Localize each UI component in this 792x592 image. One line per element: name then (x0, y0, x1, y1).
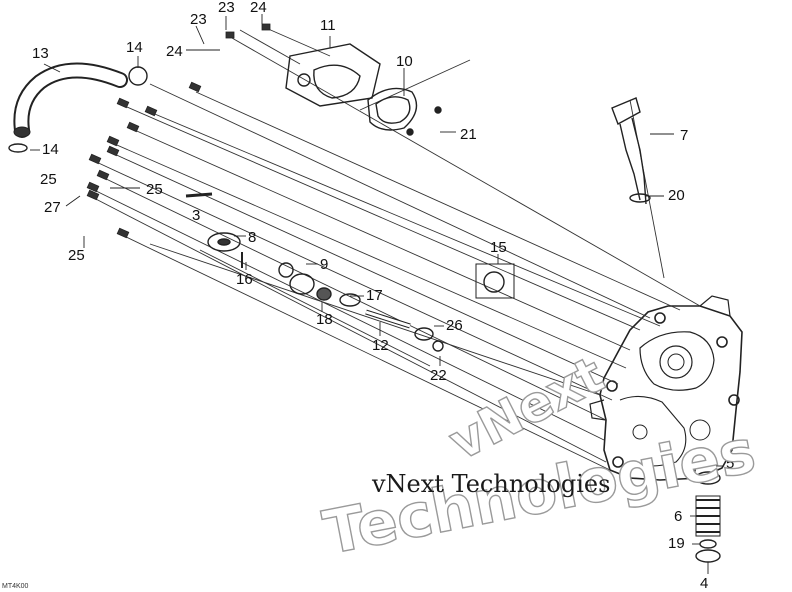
shaft-assembly-parts (185, 192, 515, 352)
callout-25-bottom: 25 (68, 247, 85, 264)
callout-21: 21 (460, 126, 477, 143)
crankcase-cover (589, 295, 743, 481)
callout-13: 13 (32, 45, 49, 62)
callout-3: 3 (192, 207, 201, 224)
callout-23-mid: 23 (190, 11, 207, 28)
callout-9: 9 (320, 256, 329, 273)
callout-24-top: 24 (250, 0, 267, 16)
callout-14-top: 14 (126, 39, 143, 56)
callout-leaders (30, 14, 724, 574)
callout-24-left: 24 (166, 43, 183, 60)
cover-plate-part-11 (285, 43, 381, 107)
gasket-part-10 (367, 87, 442, 136)
callout-8: 8 (248, 229, 257, 246)
callout-16: 16 (236, 271, 253, 288)
callout-15: 15 (490, 239, 507, 256)
callout-10: 10 (396, 53, 413, 70)
callout-19: 19 (668, 535, 685, 552)
callout-23-top: 23 (218, 0, 235, 16)
callout-26: 26 (446, 317, 463, 334)
callout-12: 12 (372, 337, 389, 354)
figure-code: MT4K00 (2, 583, 29, 590)
callout-20: 20 (668, 187, 685, 204)
callout-18: 18 (316, 311, 333, 328)
callout-6: 6 (674, 508, 683, 525)
watermark-text: vNext Technologies (372, 470, 611, 498)
callout-14-left: 14 (42, 141, 59, 158)
callout-4: 4 (700, 575, 709, 592)
callout-17: 17 (366, 287, 383, 304)
callout-11: 11 (320, 17, 336, 34)
callout-27: 27 (44, 199, 61, 216)
dipstick-part-7 (611, 97, 651, 205)
callout-22: 22 (430, 367, 447, 384)
hose-part-13 (13, 62, 128, 138)
callout-7: 7 (680, 127, 689, 144)
bolt-heads (86, 23, 271, 239)
callout-25-mid: 25 (146, 181, 163, 198)
callout-25-left: 25 (40, 171, 57, 188)
callout-5: 5 (726, 455, 735, 472)
bolt-leader-lines (89, 27, 701, 471)
